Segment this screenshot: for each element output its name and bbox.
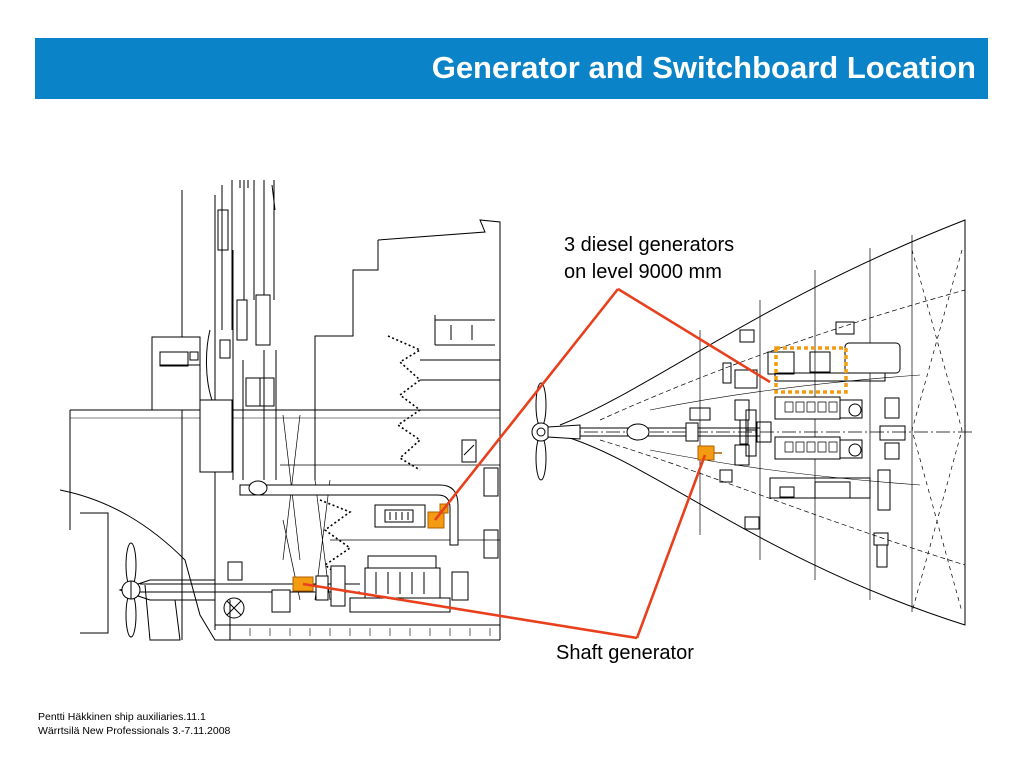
diesel-generator-highlight-box [774,346,848,394]
diesel-generators-label: 3 diesel generators on level 9000 mm [564,232,734,286]
slide-title: Generator and Switchboard Location [431,50,976,85]
side-propeller [121,542,141,638]
generator-marker-plan-shaft [697,445,715,461]
side-elevation-view [59,180,501,641]
plan-diesel-generators [774,396,863,460]
plan-view [531,219,975,626]
footer-line2: Wärrtsilä New Professionals 3.-7.11.2008 [38,725,231,737]
diesel-generators-label-line2: on level 9000 mm [564,261,722,283]
funnel-exhaust [181,180,277,640]
pointer-lines [302,287,771,640]
shaft-generator-label: Shaft generator [556,642,694,664]
diesel-generators-label-line1: 3 diesel generators [564,234,735,256]
main-engine [349,555,469,613]
plan-propeller [531,382,551,481]
footer: Pentti Häkkinen ship auxiliaries.11.1 Wä… [38,710,230,738]
title-bar: Generator and Switchboard Location [35,38,988,99]
footer-line1: Pentti Häkkinen ship auxiliaries.11.1 [38,711,206,723]
